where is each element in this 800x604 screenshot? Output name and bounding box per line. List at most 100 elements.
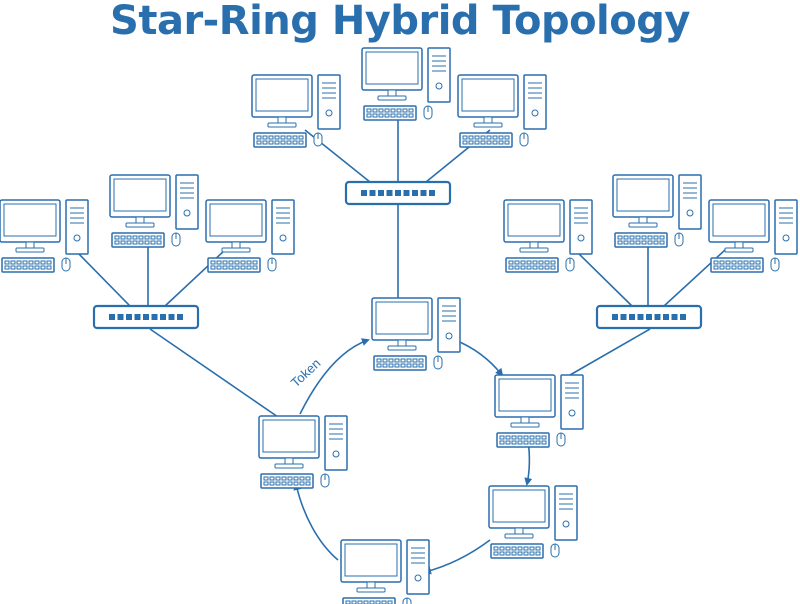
- monitor-icon: [371, 297, 433, 351]
- keyboard-icon: [363, 105, 417, 121]
- keyboard-icon: [710, 257, 764, 273]
- keyboard-icon: [496, 432, 550, 448]
- ring-bottom-pc: [340, 539, 430, 604]
- switch-port: [395, 190, 401, 196]
- switch-left: [92, 304, 200, 330]
- link-switch-right-ring: [569, 328, 651, 376]
- tower-icon: [65, 199, 89, 255]
- mouse-icon: [423, 105, 433, 120]
- monitor-icon: [340, 539, 402, 593]
- token-label: Token: [288, 356, 324, 391]
- tower-icon: [317, 74, 341, 130]
- switch-port: [378, 190, 384, 196]
- mouse-icon: [556, 432, 566, 447]
- monitor-icon: [251, 74, 313, 128]
- keyboard-icon: [459, 132, 513, 148]
- monitor-icon: [109, 174, 171, 228]
- keyboard-icon: [111, 232, 165, 248]
- left-2-pc: [109, 174, 199, 248]
- right-3-pc: [708, 199, 798, 273]
- tower-icon: [324, 415, 348, 471]
- monitor-icon: [361, 47, 423, 101]
- switch-port: [126, 314, 132, 320]
- keyboard-icon: [342, 597, 396, 604]
- monitor-icon: [258, 415, 320, 469]
- switch-port: [177, 314, 183, 320]
- mouse-icon: [519, 132, 529, 147]
- switch-port: [143, 314, 149, 320]
- monitor-icon: [503, 199, 565, 253]
- ring-top-pc: [371, 297, 461, 371]
- monitor-icon: [0, 199, 61, 253]
- switch-port: [420, 190, 427, 196]
- ring-right-bottom-pc: [488, 485, 578, 559]
- mouse-icon: [433, 355, 443, 370]
- tower-icon: [569, 199, 593, 255]
- diagram-title: Star-Ring Hybrid Topology: [110, 0, 690, 44]
- keyboard-icon: [505, 257, 559, 273]
- keyboard-icon: [614, 232, 668, 248]
- tower-icon: [427, 47, 451, 103]
- link-switch-left-ring: [149, 328, 279, 418]
- keyboard-icon: [207, 257, 261, 273]
- switch-port: [654, 314, 661, 320]
- switch-port: [412, 190, 418, 196]
- keyboard-icon: [253, 132, 307, 148]
- tower-icon: [406, 539, 430, 595]
- monitor-icon: [612, 174, 674, 228]
- tower-icon: [271, 199, 295, 255]
- mouse-icon: [402, 597, 412, 604]
- left-3-pc: [205, 199, 295, 273]
- switch-port: [151, 314, 158, 320]
- switch-port: [168, 314, 175, 320]
- ring-arrows: Token: [288, 338, 533, 575]
- monitor-icon: [205, 199, 267, 253]
- tower-icon: [437, 297, 461, 353]
- switch-port: [160, 314, 166, 320]
- switch-port: [637, 314, 644, 320]
- monitor-icon: [488, 485, 550, 539]
- keyboard-icon: [1, 257, 55, 273]
- switch-port: [663, 314, 669, 320]
- switch-top: [344, 180, 452, 206]
- tower-icon: [554, 485, 578, 541]
- switch-port: [369, 190, 376, 196]
- mouse-icon: [550, 543, 560, 558]
- switch-port: [386, 190, 393, 196]
- tower-icon: [523, 74, 547, 130]
- mouse-icon: [565, 257, 575, 272]
- switch-port: [680, 314, 686, 320]
- ring-arrow-5: [293, 482, 339, 561]
- switch-port: [134, 314, 141, 320]
- ring-right-top-pc: [494, 374, 584, 448]
- keyboard-icon: [490, 543, 544, 559]
- keyboard-icon: [260, 473, 314, 489]
- mouse-icon: [770, 257, 780, 272]
- tower-icon: [175, 174, 199, 230]
- tower-icon: [774, 199, 798, 255]
- switch-port: [629, 314, 635, 320]
- mouse-icon: [674, 232, 684, 247]
- link-right-1: [574, 249, 633, 307]
- top-center-pc: [361, 47, 451, 121]
- switch-port: [109, 314, 115, 320]
- tower-icon: [678, 174, 702, 230]
- right-1-pc: [503, 199, 593, 273]
- ring-arrow-2: [454, 339, 504, 377]
- mouse-icon: [267, 257, 277, 272]
- right-2-pc: [612, 174, 702, 248]
- top-right-pc: [457, 74, 547, 148]
- ring-arrow-1: [299, 338, 370, 415]
- monitor-icon: [708, 199, 770, 253]
- monitor-icon: [457, 74, 519, 128]
- mouse-icon: [171, 232, 181, 247]
- switch-port: [361, 190, 367, 196]
- mouse-icon: [61, 257, 71, 272]
- mouse-icon: [313, 132, 323, 147]
- ring-arrow-4: [423, 539, 491, 575]
- switch-port: [646, 314, 652, 320]
- keyboard-icon: [373, 355, 427, 371]
- link-left-1: [74, 249, 131, 307]
- switch-port: [403, 190, 410, 196]
